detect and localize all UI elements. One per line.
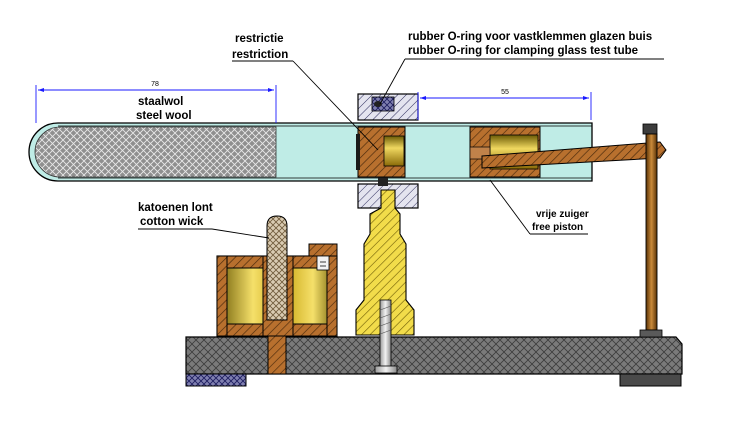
- vertical-support-rod: [639, 123, 663, 338]
- label-steel-wool: staalwol steel wool: [136, 96, 192, 122]
- dimension-steel-wool: 78: [35, 81, 277, 123]
- clamp-housing: [356, 93, 419, 209]
- dimension-piston-travel-label: 55: [501, 89, 509, 96]
- label-restriction-nl: restrictie: [235, 33, 284, 45]
- steel-wool: [34, 126, 277, 178]
- label-cotton-wick-en: cotton wick: [140, 216, 204, 228]
- mounting-screw: [374, 299, 398, 374]
- label-oring-nl: rubber O-ring voor vastklemmen glazen bu…: [408, 31, 652, 43]
- connecting-rod: [481, 141, 667, 169]
- label-restriction: restrictie restriction: [232, 33, 379, 151]
- label-oring: rubber O-ring voor vastklemmen glazen bu…: [379, 31, 664, 105]
- support-post: [355, 189, 415, 336]
- label-free-piston-nl: vrije zuiger: [536, 209, 589, 220]
- label-steel-wool-nl: staalwol: [138, 96, 183, 108]
- label-restriction-en: restriction: [232, 49, 288, 61]
- base-plate: [185, 336, 683, 375]
- label-steel-wool-en: steel wool: [136, 110, 192, 122]
- label-oring-en: rubber O-ring for clamping glass test tu…: [408, 45, 638, 57]
- dimension-piston-travel: 55: [417, 89, 592, 120]
- label-cotton-wick: katoenen lont cotton wick: [138, 202, 270, 239]
- base-foot-right: [619, 373, 682, 387]
- base-foot-left: [185, 373, 247, 387]
- cotton-wick: [266, 215, 288, 321]
- label-free-piston-en: free piston: [532, 222, 583, 233]
- dimension-steel-wool-label: 78: [151, 81, 159, 88]
- label-cotton-wick-nl: katoenen lont: [138, 202, 213, 214]
- label-free-piston: vrije zuiger free piston: [489, 179, 589, 235]
